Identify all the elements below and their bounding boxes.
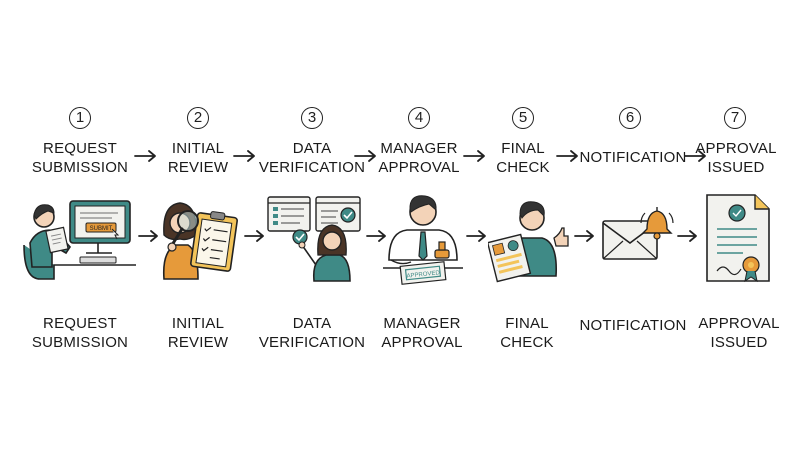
step-3-bottom-label: DATA VERIFICATION [258,315,366,351]
step-3-number: 3 [301,107,323,129]
mid-arrow-1-icon [138,230,158,242]
step-4-bottom-label: MANAGER APPROVAL [381,315,463,351]
magnifier-clipboard-icon [162,202,238,280]
step-6-top-label: NOTIFICATION [579,149,687,166]
step-1-bottom-label: REQUEST SUBMISSION [31,315,129,351]
person-report-thumbsup-icon [488,201,569,283]
mid-arrow-5-icon [574,230,594,242]
top-arrow-1-icon [134,150,156,162]
certificate-icon [706,194,770,283]
step-4-top-label: MANAGER APPROVAL [378,140,460,176]
step-7-top-label: APPROVAL ISSUED [695,140,777,176]
step-5-bottom-label: FINAL CHECK [500,315,554,351]
step-2-number: 2 [187,107,209,129]
mid-arrow-6-icon [677,230,697,242]
step-5-number: 5 [512,107,534,129]
stamp-text: APPROVED [406,270,440,280]
mid-arrow-2-icon [244,230,264,242]
step-4-number: 4 [408,107,430,129]
top-arrow-6-icon [684,150,706,162]
top-arrow-2-icon [233,150,255,162]
top-arrow-3-icon [354,150,376,162]
top-arrow-4-icon [463,150,485,162]
step-1-top-label: REQUEST SUBMISSION [31,140,129,176]
step-5-top-label: FINAL CHECK [496,140,550,176]
submit-button-text: SUBMIT [90,226,113,232]
step-7-bottom-label: APPROVAL ISSUED [698,315,780,351]
step-6-bottom-label: NOTIFICATION [579,317,687,334]
envelope-bell-icon [602,207,674,260]
step-2-top-label: INITIAL REVIEW [167,140,229,176]
step-7-number: 7 [724,107,746,129]
step-2-bottom-label: INITIAL REVIEW [167,315,229,351]
verification-screens-icon [267,196,361,282]
step-6-number: 6 [619,107,641,129]
manager-stamp-icon: APPROVED [383,195,463,285]
step-1-number: 1 [69,107,91,129]
top-arrow-5-icon [556,150,578,162]
step-3-top-label: DATA VERIFICATION [258,140,366,176]
mid-arrow-3-icon [366,230,386,242]
mid-arrow-4-icon [466,230,486,242]
person-at-computer-submit-icon: SUBMIT [23,200,136,280]
